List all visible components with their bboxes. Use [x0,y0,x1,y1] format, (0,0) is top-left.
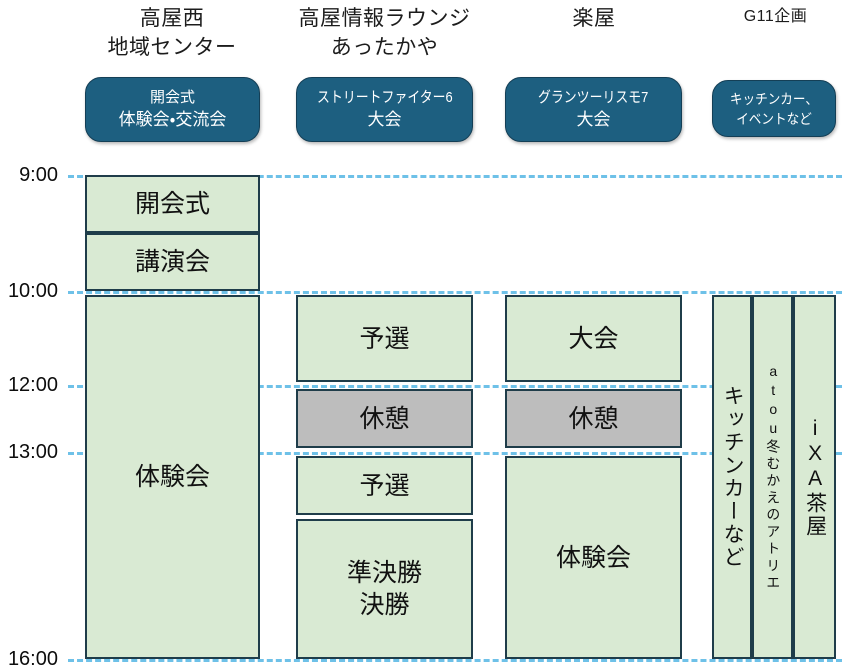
schedule-block-kyukei-col3[interactable]: 休憩 [505,389,682,448]
venue-pill-line-1: キッチンカー、 [729,90,819,107]
gridline-0900 [68,175,842,178]
schedule-block-kyukei-col2[interactable]: 休憩 [296,389,473,448]
venue-pill-line-2: 体験会・交流会 [118,110,227,129]
schedule-block-kitchen-car[interactable]: キッチンカーなど [712,295,752,659]
time-label-0900: 9:00 [19,164,58,186]
schedule-block-yosen-morning[interactable]: 予選 [296,295,473,382]
venue-title-gakuya: 楽屋 [572,7,616,30]
gridline-1000 [68,291,842,294]
venue-pill-line-1: 開会式 [149,89,195,106]
time-label-1200: 12:00 [7,374,58,396]
schedule-block-kouenkai[interactable]: 講演会 [85,233,260,291]
schedule-block-yosen-afternoon[interactable]: 予選 [296,456,473,515]
venue-pill-line-2: 大会 [367,110,402,129]
time-label-1300: 13:00 [7,441,58,463]
schedule-block-taikenkai-col3[interactable]: 体験会 [505,456,682,659]
venue-title-g11-kikaku: G11企画 [743,8,808,25]
schedule-block-taikai-col3[interactable]: 大会 [505,295,682,382]
time-label-1000: 10:00 [7,280,58,302]
venue-pill-line-1: グランツーリスモ7 [538,89,649,106]
gridline-1300 [68,452,842,455]
gridline-1600 [68,659,842,662]
venue-pill-line-2: イベントなど [736,110,812,127]
schedule-block-ixa-chaya[interactable]: iXA茶屋 [793,295,836,659]
schedule-block-atou-atelier[interactable]: atou冬むかえのアトリエ [752,295,793,659]
schedule-block-taikenkai-col1[interactable]: 体験会 [85,295,260,659]
venue-pill-takaya-joho-lounge[interactable]: ストリートファイター6 大会 [296,77,473,142]
venue-pill-line-2: 大会 [576,110,611,129]
venue-pill-line-1: ストリートファイター6 [316,89,453,106]
venue-pill-g11-kikaku[interactable]: キッチンカー、 イベントなど [712,80,836,137]
venue-pill-takaya-nishi[interactable]: 開会式 体験会・交流会 [85,77,260,142]
venue-title-takaya-nishi: 高屋西 地域センター [107,7,237,59]
schedule-block-kaikaishiki[interactable]: 開会式 [85,175,260,233]
schedule-block-junkesshou-kesshou[interactable]: 準決勝 決勝 [296,519,473,659]
venue-title-takaya-joho-lounge: 高屋情報ラウンジ あったかや [298,7,471,59]
time-label-1600: 16:00 [7,648,58,670]
gridline-1200 [68,385,842,388]
venue-pill-gakuya[interactable]: グランツーリスモ7 大会 [505,77,682,142]
